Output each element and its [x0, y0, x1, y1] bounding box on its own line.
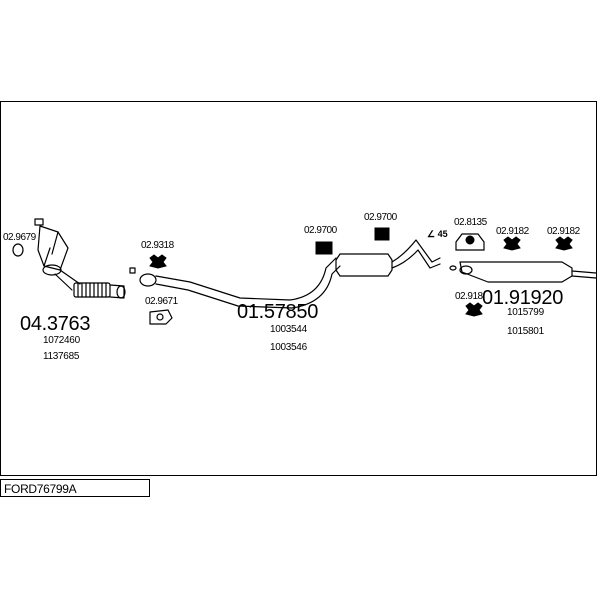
diagram-frame — [0, 101, 597, 476]
middle-part-number: 01.57850 — [237, 301, 319, 323]
bracket-c-code: 02.8135 — [454, 217, 487, 228]
hanger-c2-drawing — [555, 236, 573, 251]
hanger-c1-code: 02.9182 — [496, 226, 529, 237]
hanger-a-drawing — [149, 254, 167, 269]
rear-ref-1: 1015799 — [507, 307, 544, 318]
middle-ref-2: 1003546 — [270, 342, 307, 353]
hanger-a-code: 02.9318 — [141, 240, 174, 251]
middle-pipe-drawing — [129, 257, 341, 309]
front-ref-1: 1072460 — [43, 335, 80, 346]
rear-ref-2: 1015801 — [507, 326, 544, 337]
gasket-a-code: 02.9671 — [145, 296, 178, 307]
rear-silencer-drawing — [449, 261, 597, 283]
hanger-c3-drawing — [465, 302, 483, 317]
front-part-number: 04.3763 — [20, 313, 91, 335]
hanger-c2-code: 02.9182 — [547, 226, 580, 237]
hanger-c3-code: 02.918 — [455, 291, 483, 302]
middle-ref-1: 1003544 — [270, 324, 307, 335]
bracket-c-drawing — [455, 233, 485, 251]
hanger-b1-code: 02.9700 — [304, 225, 337, 236]
clamp-left-drawing — [12, 243, 24, 257]
title-box: FORD76799A — [0, 479, 150, 497]
hanger-b1-drawing — [315, 241, 333, 255]
catalytic-converter-drawing — [34, 218, 126, 299]
diagram-title: FORD76799A — [4, 482, 77, 496]
hanger-b2-drawing — [374, 227, 390, 241]
hanger-c1-drawing — [503, 236, 521, 251]
clamp-left-code: 02.9679 — [3, 232, 36, 243]
middle-silencer-drawing — [335, 239, 441, 277]
front-ref-2: 1137685 — [43, 351, 80, 362]
hanger-b2-code: 02.9700 — [364, 212, 397, 223]
gasket-drawing — [149, 309, 173, 325]
angle-label: ∠ 45 — [427, 229, 448, 239]
rear-part-number: 01.91920 — [482, 287, 564, 309]
